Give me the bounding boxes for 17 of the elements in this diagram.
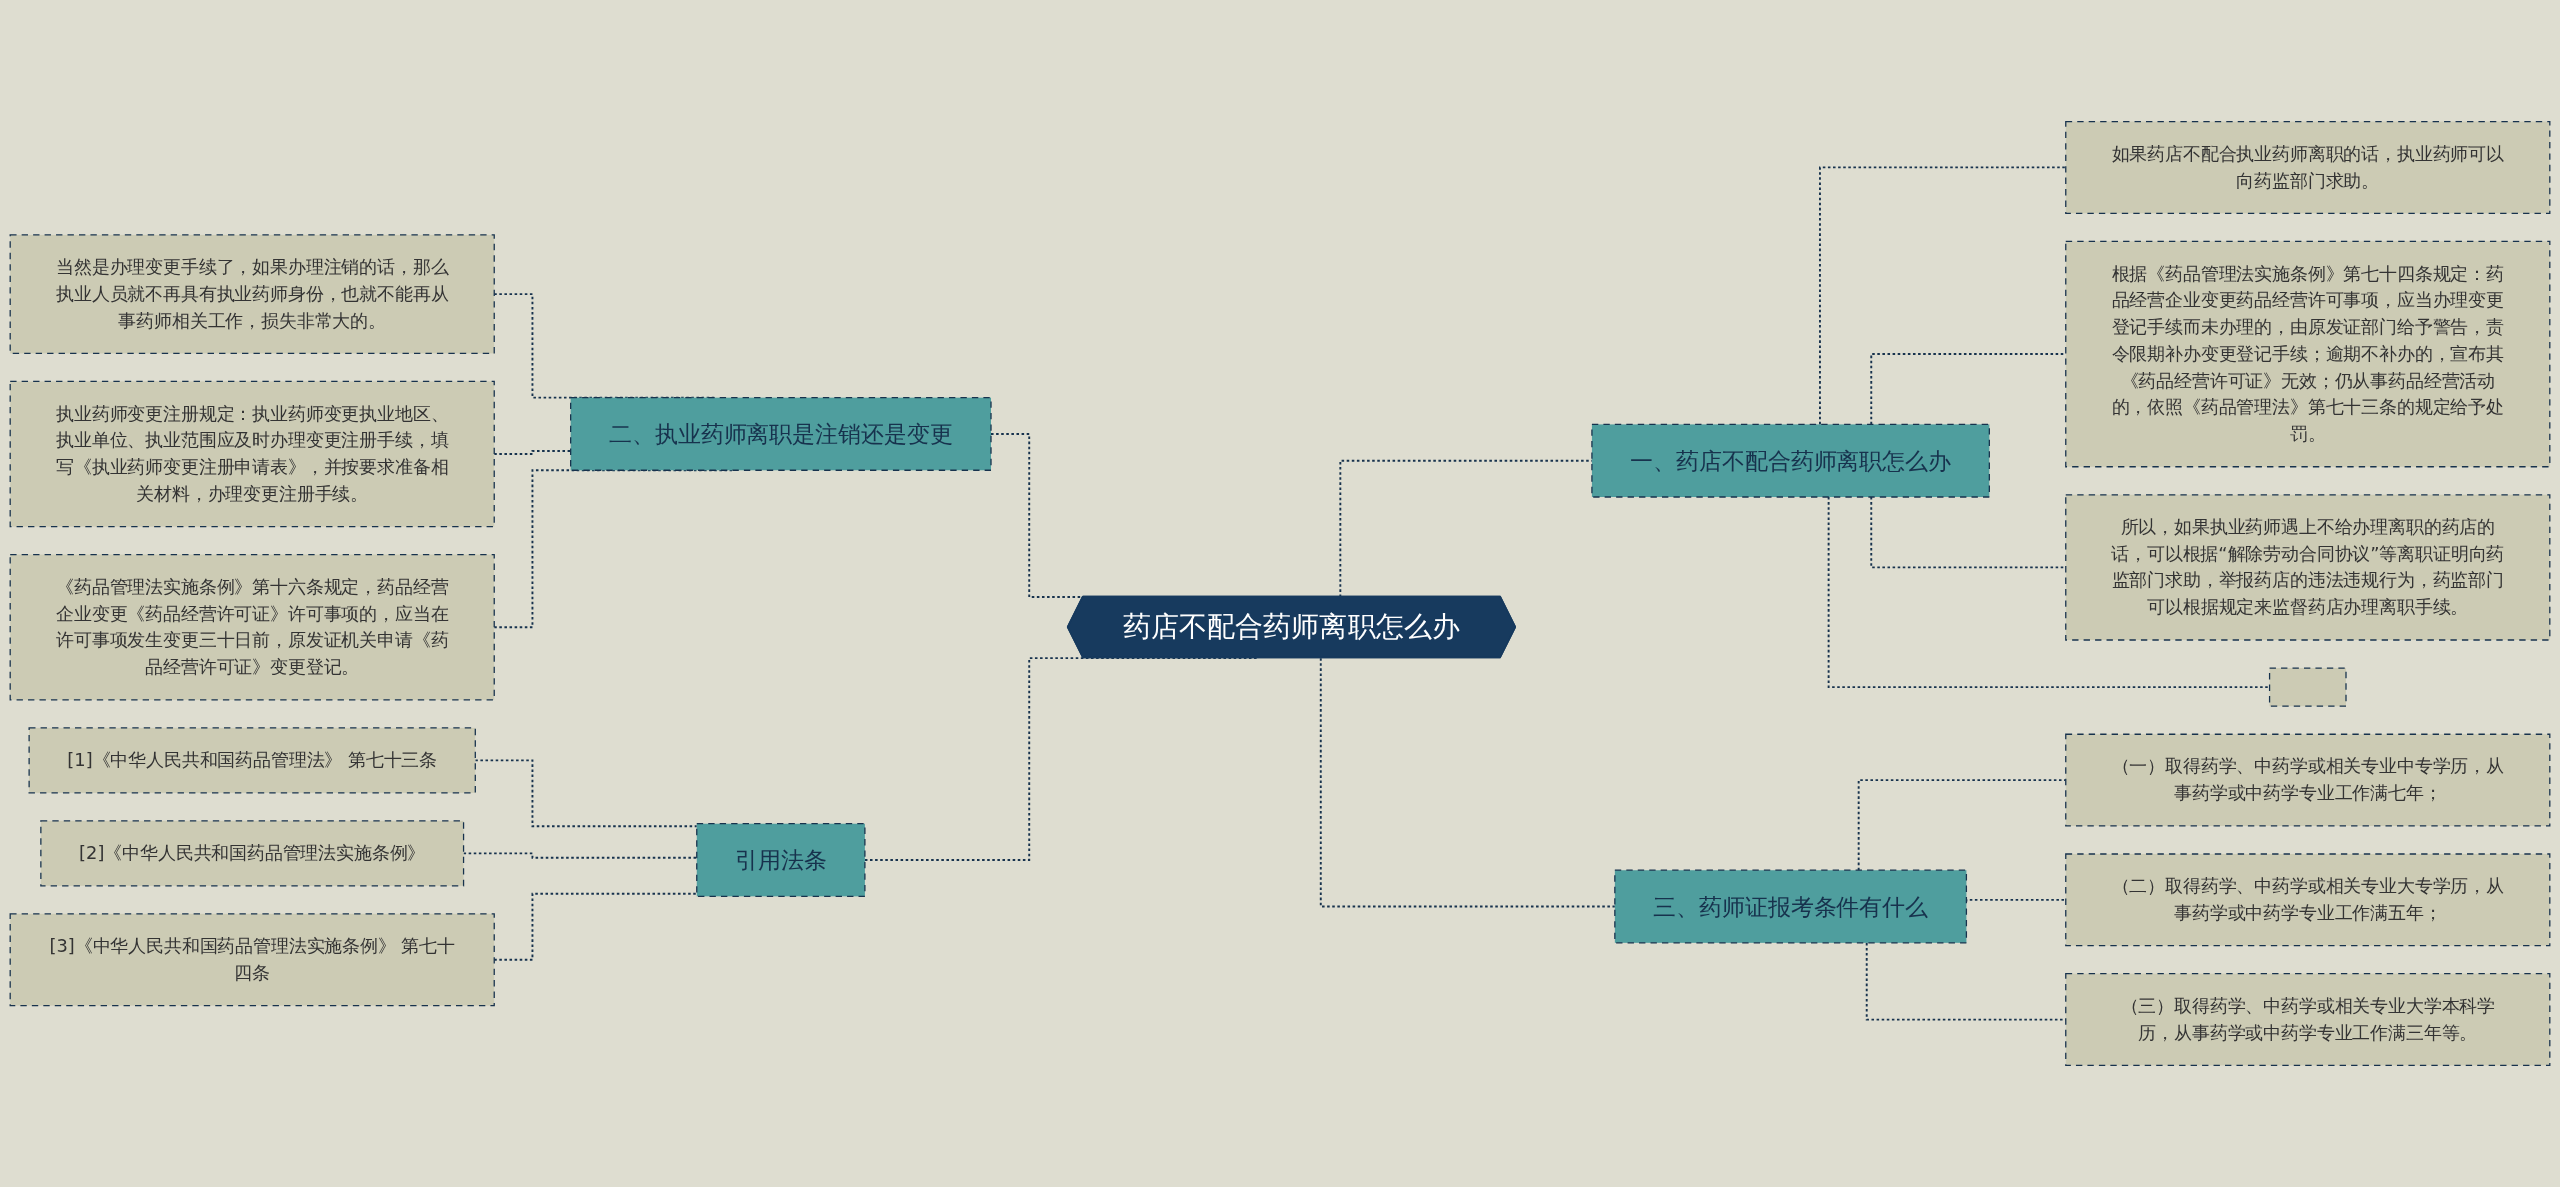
node-box: 如果药店不配合执业药师离职的话，执业药师可以向药监部门求助。 <box>2065 120 2551 214</box>
node-box: 根据《药品管理法实施条例》第七十四条规定：药品经营企业变更药品经营许可事项，应当办理变更登记手续而未办理的，由原发证部门给予警告，责令限期补办变更登记手续；逾期不补办的，宣布其《药品经营许可证》无效；仍从事药品经营活动的，依照《药品管理法》第七十三条的规定给予处罚。 <box>2065 240 2551 468</box>
node-box: 一、药店不配合药师离职怎么办 <box>1591 423 1990 498</box>
node-box: 当然是办理变更手续了，如果办理注销的话，那么执业人员就不再具有执业药师身份，也就不能再从事药师相关工作，损失非常大的。 <box>9 234 495 355</box>
node-box: （三）取得药学、中药学或相关专业大学本科学历，从事药学或中药学专业工作满三年等。 <box>2065 973 2551 1067</box>
node-box: [1]《中华人民共和国药品管理法》 第七十三条 <box>28 727 476 794</box>
node-box: 所以，如果执业药师遇上不给办理离职的药店的话，可以根据“解除劳动合同协议”等离职证明向药监部门求助，举报药店的违法违规行为，药监部门可以根据规定来监督药店办理离职手续。 <box>2065 494 2551 641</box>
node-box: 《药品管理法实施条例》第十六条规定，药品经营企业变更《药品经营许可证》许可事项的，应当在许可事项发生变更三十日前，原发证机关申请《药品经营许可证》变更登记。 <box>9 554 495 701</box>
node-box: [3]《中华人民共和国药品管理法实施条例》 第七十四条 <box>9 913 495 1007</box>
node-box: 二、执业药师离职是注销还是变更 <box>570 397 992 471</box>
node-box: 三、药师证报考条件有什么 <box>1614 869 1968 944</box>
node-box: （一）取得药学、中药学或相关专业中专学历，从事药学或中药学专业工作满七年； <box>2065 733 2551 827</box>
node-box: [2]《中华人民共和国药品管理法实施条例》 <box>40 820 465 887</box>
node-box: （二）取得药学、中药学或相关专业大专学历，从事药学或中药学专业工作满五年； <box>2065 853 2551 947</box>
node-box: 引用法条 <box>696 823 866 897</box>
node-box <box>2268 667 2347 707</box>
node-box: 执业药师变更注册规定：执业药师变更执业地区、执业单位、执业范围应及时办理变更注册手续，填写《执业药师变更注册申请表》，并按要求准备相关材料，办理变更注册手续。 <box>9 380 495 528</box>
